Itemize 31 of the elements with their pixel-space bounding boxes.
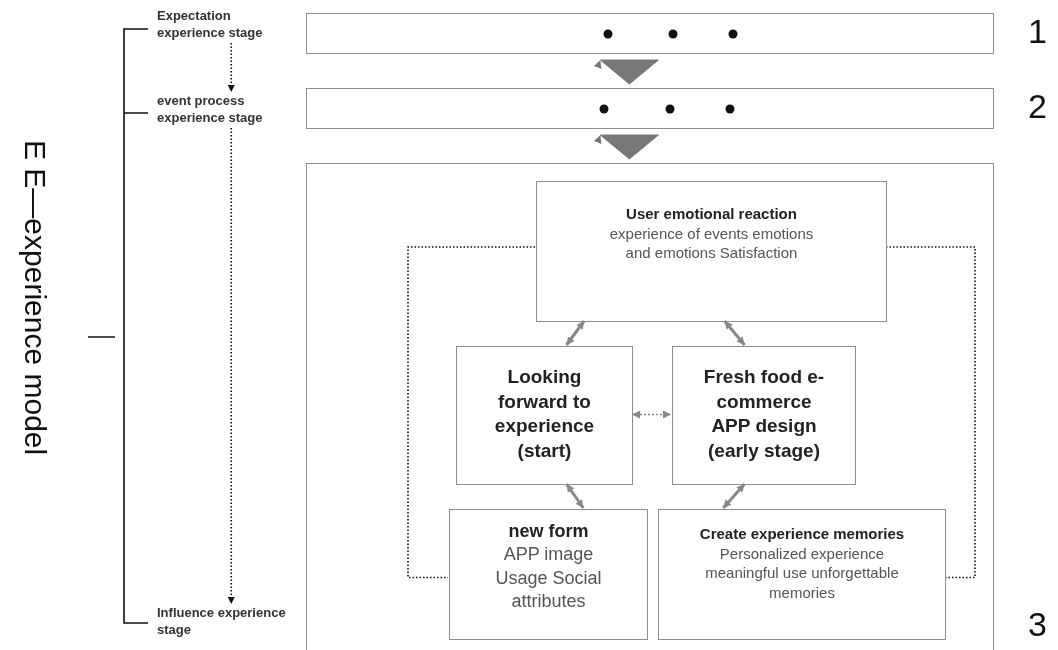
double-arrow [631,410,672,419]
double-arrow [565,320,586,346]
dotted-connector [407,246,536,579]
process-box [449,509,648,640]
double-arrow [722,483,746,509]
box-heading: new form [507,520,590,543]
box-heading: User emotional reaction [625,204,798,224]
stage-box [306,13,994,54]
diagram-title: E E—experience model [18,140,52,456]
box-heading: Create experience memories [698,524,906,544]
process-box [536,181,887,322]
box-heading: Looking forward to experience (start) [493,365,596,464]
box-heading: Fresh food e-commerce APP design (early stage) [702,365,826,464]
box-text: experience of events emotions and emotions Satisfaction [608,223,815,263]
stage-label: Expectation experience stage [157,7,264,41]
double-arrow [565,483,585,509]
stage-number: 2 [1028,87,1047,126]
stage-number: 1 [1028,12,1047,51]
box-text: Personalized experience meaningful use unforgettable memories [704,543,900,602]
process-box [672,346,856,485]
process-box [456,346,633,485]
arrow [227,127,235,605]
stage-label: Influence experience stage [157,604,287,638]
arrow [227,42,235,93]
stage-box [306,163,994,650]
stage-label: event process experience stage [157,92,264,126]
stage-number: 3 [1028,605,1047,644]
box-text: APP image Usage Social attributes [494,543,603,614]
double-arrow [723,320,746,346]
process-box [658,509,946,640]
stage-box [306,88,994,129]
